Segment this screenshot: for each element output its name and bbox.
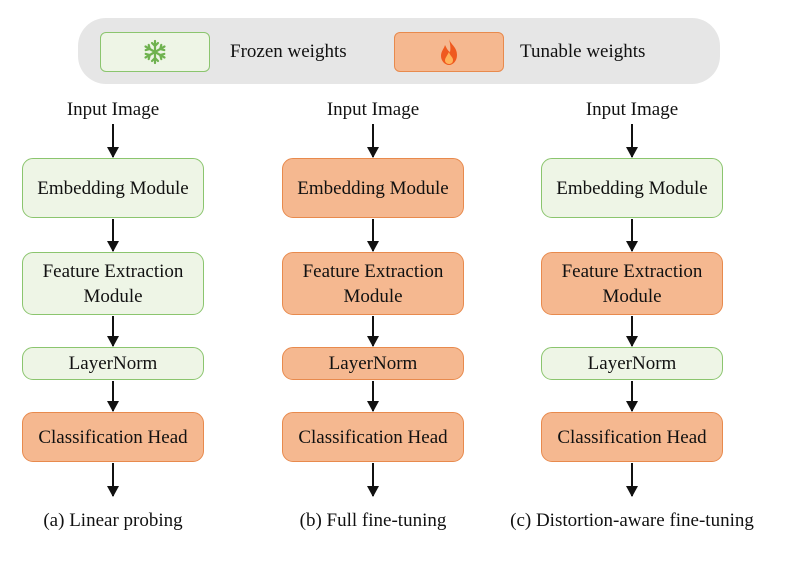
arrow: [367, 219, 379, 252]
arrow: [367, 381, 379, 412]
embedding-module-node: Embedding Module: [282, 158, 464, 218]
caption-distortion-aware-fine-tuning: (c) Distortion-aware fine-tuning: [510, 510, 754, 531]
classification-head-node: Classification Head: [22, 412, 204, 462]
output-arrow: [626, 463, 638, 497]
caption-full-fine-tuning: (b) Full fine-tuning: [299, 510, 447, 531]
column-distortion-aware-fine-tuning: Input Image Embedding Module Feature Ext…: [510, 0, 754, 568]
classification-head-node: Classification Head: [541, 412, 723, 462]
arrow: [367, 316, 379, 347]
frozen-weights-swatch: [100, 32, 210, 72]
frozen-weights-label: Frozen weights: [230, 41, 347, 62]
layernorm-node: LayerNorm: [541, 347, 723, 380]
tunable-weights-label: Tunable weights: [520, 41, 646, 62]
arrow: [107, 219, 119, 252]
input-image-label: Input Image: [326, 99, 420, 120]
snowflake-icon: [144, 39, 166, 65]
arrow: [107, 316, 119, 347]
embedding-module-node: Embedding Module: [22, 158, 204, 218]
legend: Frozen weights Tunable weights: [78, 18, 720, 84]
output-arrow: [367, 463, 379, 497]
output-arrow: [107, 463, 119, 497]
classification-head-node: Classification Head: [282, 412, 464, 462]
tunable-weights-swatch: [394, 32, 504, 72]
column-linear-probing: Input Image Embedding Module Feature Ext…: [22, 0, 204, 568]
arrow: [626, 124, 638, 158]
arrow: [107, 381, 119, 412]
arrow: [626, 219, 638, 252]
arrow: [107, 124, 119, 158]
column-full-fine-tuning: Input Image Embedding Module Feature Ext…: [282, 0, 464, 568]
feature-extraction-module-node: Feature Extraction Module: [541, 252, 723, 315]
flame-icon: [441, 39, 457, 65]
layernorm-node: LayerNorm: [22, 347, 204, 380]
caption-linear-probing: (a) Linear probing: [43, 510, 183, 531]
input-image-label: Input Image: [585, 99, 679, 120]
input-image-label: Input Image: [66, 99, 160, 120]
arrow: [626, 316, 638, 347]
layernorm-node: LayerNorm: [282, 347, 464, 380]
arrow: [367, 124, 379, 158]
arrow: [626, 381, 638, 412]
embedding-module-node: Embedding Module: [541, 158, 723, 218]
feature-extraction-module-node: Feature Extraction Module: [22, 252, 204, 315]
feature-extraction-module-node: Feature Extraction Module: [282, 252, 464, 315]
